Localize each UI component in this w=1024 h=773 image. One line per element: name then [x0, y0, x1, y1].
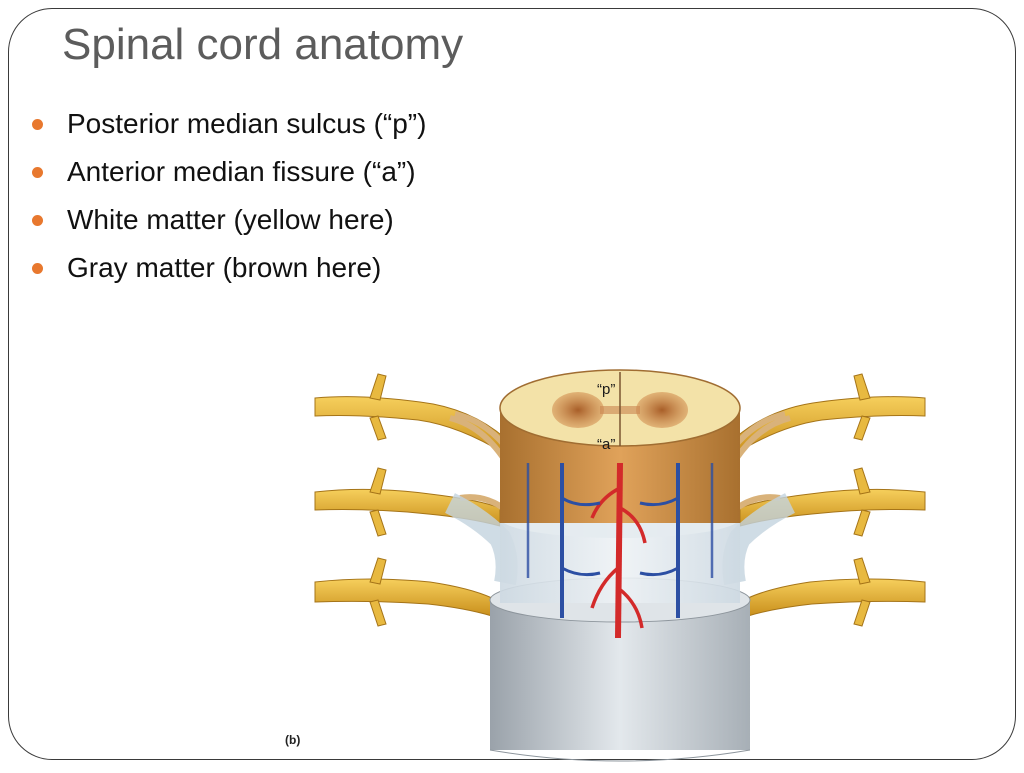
spinal-cord-drawing — [314, 369, 926, 762]
bullet-text: Posterior median sulcus (“p”) — [67, 108, 427, 139]
bullet-dot-icon — [32, 166, 43, 178]
left-nerve-roots — [314, 373, 523, 627]
right-nerve-roots — [717, 373, 926, 627]
spinal-cord — [499, 369, 741, 639]
bullet-text: Anterior median fissure (“a”) — [67, 156, 416, 187]
bullet-item: Anterior median fissure (“a”) — [32, 148, 426, 196]
spinal-cord-illustration: “p” “a” — [300, 368, 940, 768]
label-anterior-median-fissure: “a” — [597, 436, 616, 453]
slide-title: Spinal cord anatomy — [62, 20, 464, 69]
bullet-item: White matter (yellow here) — [32, 196, 426, 244]
bullet-item: Posterior median sulcus (“p”) — [32, 100, 426, 148]
bullet-item: Gray matter (brown here) — [32, 244, 426, 292]
bullet-text: White matter (yellow here) — [67, 204, 394, 235]
bullet-dot-icon — [32, 214, 43, 226]
bullet-text: Gray matter (brown here) — [67, 252, 382, 283]
label-posterior-median-sulcus: “p” — [597, 381, 616, 398]
bullet-dot-icon — [32, 262, 43, 274]
bullet-dot-icon — [32, 118, 43, 130]
gray-matter-right — [636, 392, 688, 428]
gray-matter-left — [552, 392, 604, 428]
bullet-list: Posterior median sulcus (“p”) Anterior m… — [32, 100, 426, 292]
figure-caption: (b) — [285, 733, 301, 747]
